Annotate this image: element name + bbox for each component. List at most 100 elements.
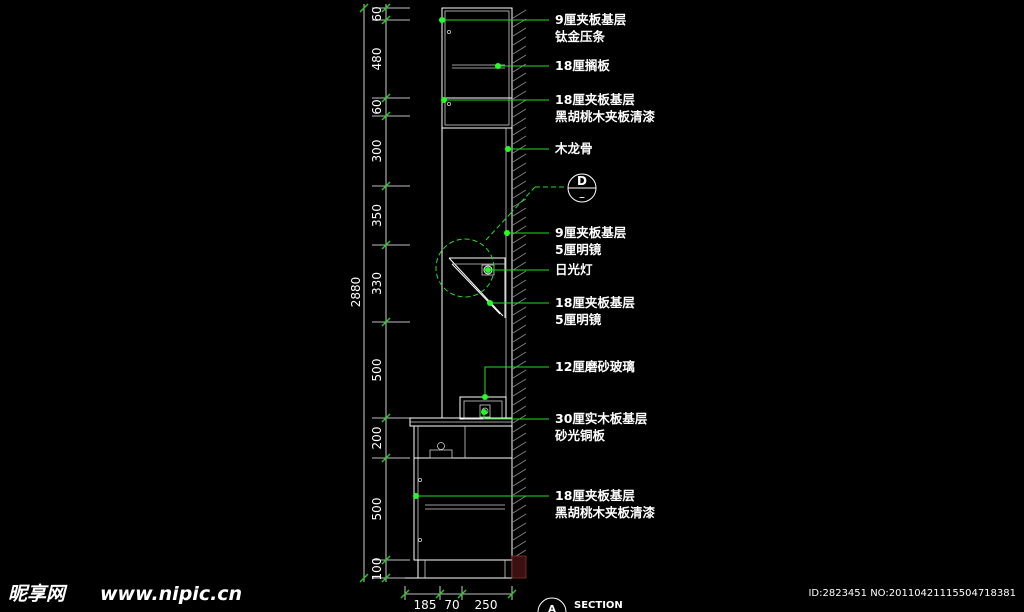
hatch-line	[512, 486, 527, 496]
leader-line	[484, 366, 549, 397]
hatch-line	[512, 495, 527, 505]
hatch-line	[512, 117, 527, 127]
vertical-dimension-label: 350	[370, 204, 384, 227]
hatch-line	[512, 468, 527, 478]
leader-dot	[504, 230, 510, 236]
dimension-tick	[400, 589, 410, 599]
hatch-line	[512, 324, 527, 334]
callout-label: 9厘夹板基层	[555, 225, 627, 240]
hatch-line	[512, 180, 527, 190]
leader-dot	[482, 394, 488, 400]
hatch-line	[512, 81, 527, 91]
callout-label: 9厘夹板基层	[555, 12, 627, 27]
callout-label: 12厘磨砂玻璃	[555, 359, 635, 374]
hatch-line	[512, 126, 527, 136]
hatch-line	[512, 270, 527, 280]
callout: 12厘磨砂玻璃	[482, 359, 635, 400]
floor	[405, 555, 527, 579]
hatch-line	[512, 36, 527, 46]
hatch-line	[512, 378, 527, 388]
dimension-tick	[381, 3, 391, 13]
dimension-tick	[381, 453, 391, 463]
vertical-dimension-label: 500	[370, 359, 384, 382]
dimension-tick	[381, 555, 391, 565]
dimension-tick	[381, 181, 391, 191]
hatch-line	[512, 351, 527, 361]
callout-label: 30厘实木板基层	[555, 411, 648, 426]
callout-label: 18厘夹板基层	[555, 92, 635, 107]
watermark-url: www.nipic.cn	[100, 583, 242, 605]
callout-label: 钛金压条	[555, 29, 606, 44]
leader-dot	[495, 63, 501, 69]
frosted-glass-box	[459, 396, 507, 420]
leader-dot	[485, 267, 491, 273]
watermark: 昵享网 www.nipic.cn	[8, 583, 242, 605]
hatch-line	[512, 261, 527, 271]
hatch-line	[512, 279, 527, 289]
hatch-line	[512, 198, 527, 208]
hatch-line	[512, 234, 527, 244]
hatch-line	[512, 387, 527, 397]
hatch-line	[512, 162, 527, 172]
callout-label: 黑胡桃木夹板清漆	[555, 109, 656, 124]
bottom-ticks	[400, 586, 517, 600]
hatch-line	[512, 306, 527, 316]
callout: 18厘夹板基层 5厘明镜	[487, 295, 635, 327]
callout-label: 18厘夹板基层	[555, 295, 635, 310]
base-cabinet	[413, 425, 513, 579]
section-marker: A SECTION	[537, 597, 623, 612]
dimension-tick	[457, 589, 467, 599]
callout-label: 木龙骨	[554, 141, 593, 156]
hatch-line	[512, 27, 527, 37]
hatch-line	[512, 513, 527, 523]
callout: 18厘搁板	[495, 58, 610, 73]
hatch-line	[512, 207, 527, 217]
hatch-line	[512, 477, 527, 487]
callout: 日光灯	[485, 262, 593, 277]
detail-callout-letter: D	[577, 174, 587, 188]
bottom-dimension-label: 250	[475, 598, 498, 612]
hatch-line	[512, 342, 527, 352]
leader-dot	[481, 409, 487, 415]
leader-dot	[487, 300, 493, 306]
section-marker-text: SECTION	[574, 600, 623, 611]
hatch-line	[512, 54, 527, 64]
hatch-line	[512, 459, 527, 469]
hatch-line	[512, 450, 527, 460]
hatch-line	[512, 216, 527, 226]
hatch-line	[512, 288, 527, 298]
hatch-line	[512, 252, 527, 262]
detail-callout-sub: –	[579, 190, 585, 204]
hatch-line	[512, 504, 527, 514]
dimension-tick	[381, 317, 391, 327]
vertical-dimension-label: 300	[370, 140, 384, 163]
hatch-line	[512, 369, 527, 379]
hatch-line	[512, 432, 527, 442]
total-dimension: 2880	[349, 277, 363, 308]
hatch-line	[512, 189, 527, 199]
hatch-line	[512, 315, 527, 325]
callout-label: 5厘明镜	[555, 312, 602, 327]
hatch-line	[512, 423, 527, 433]
dimension-tick	[381, 413, 391, 423]
hatch-line	[512, 405, 527, 415]
section-marker-letter: A	[548, 604, 556, 612]
hatch-line	[512, 108, 527, 118]
leader-dot	[441, 97, 447, 103]
hatch-line	[512, 90, 527, 100]
hatch-line	[512, 63, 527, 73]
bottom-dimension-label: 185	[414, 598, 437, 612]
hatch-line	[512, 243, 527, 253]
callout-label: 日光灯	[555, 262, 593, 277]
callouts: 9厘夹板基层钛金压条18厘搁板18厘夹板基层黑胡桃木夹板清漆木龙骨9厘夹板基层5…	[413, 12, 656, 520]
hatch-line	[512, 522, 527, 532]
callout-label: 5厘明镜	[555, 242, 602, 257]
vertical-dimension-label: 60	[370, 6, 384, 21]
leader-dot	[439, 17, 445, 23]
detail-callout: D –	[567, 173, 597, 204]
wall	[511, 8, 527, 578]
vertical-dimension-label: 100	[370, 558, 384, 581]
